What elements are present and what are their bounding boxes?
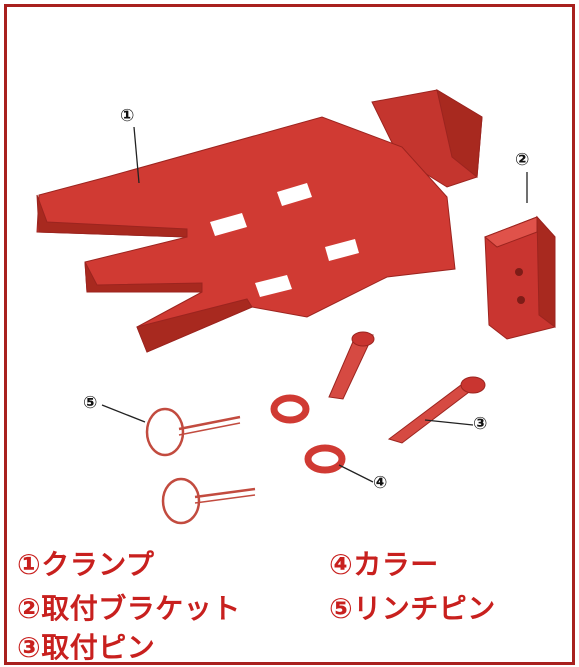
leader-lines [101, 126, 528, 483]
figure-frame: ① ② ③ ④ ⑤ ①クランプ ②取付ブラケット ③取付ピン ④カラー ⑤リンチ… [4, 4, 575, 665]
callout-4: ④ [373, 473, 388, 493]
legend-collar: ④カラー [329, 548, 439, 581]
mounting-pin-parts [328, 331, 486, 444]
linch-pin-parts [145, 407, 256, 525]
clamp-part [36, 88, 483, 353]
mounting-bracket-part [484, 215, 556, 340]
legend-mounting-pin: ③取付ピン [17, 631, 156, 664]
collar-parts [270, 394, 346, 474]
callout-2: ② [515, 150, 530, 170]
parts-illustration [36, 88, 556, 525]
legend-clamp: ①クランプ [17, 548, 155, 581]
callout-5: ⑤ [83, 393, 98, 413]
callout-1: ① [120, 106, 135, 126]
legend-linch-pin: ⑤リンチピン [329, 592, 496, 625]
legend-mounting-bracket: ②取付ブラケット [17, 592, 241, 625]
callout-3: ③ [473, 414, 488, 434]
